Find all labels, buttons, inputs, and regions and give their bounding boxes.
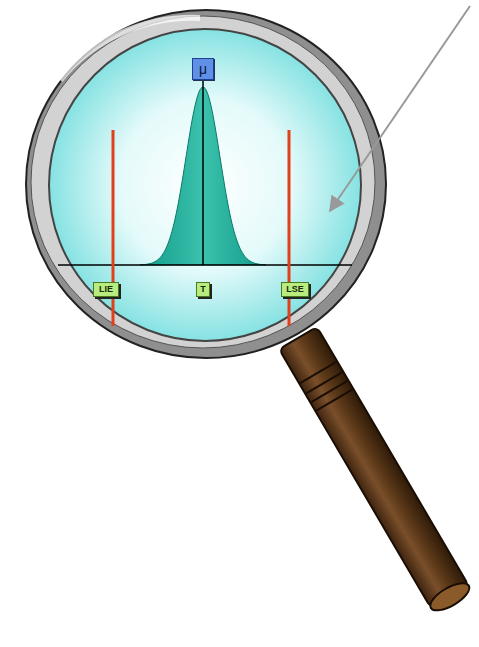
lower-limit-line <box>112 130 115 326</box>
label-text: LSE <box>286 285 304 294</box>
label-text: LIE <box>99 285 113 294</box>
handle <box>279 327 473 616</box>
label-text: T <box>200 285 206 294</box>
label-text: μ <box>199 62 207 76</box>
axis-line <box>58 264 352 266</box>
lens <box>49 29 361 341</box>
pointer-arrow <box>330 6 470 211</box>
lens-rim-inner <box>31 16 375 348</box>
upper-limit-line <box>288 130 291 326</box>
limit-label: LIE <box>93 282 119 297</box>
lens-rim <box>26 10 386 358</box>
target-label: T <box>196 282 210 297</box>
mean-line <box>202 80 204 265</box>
mean-box: μ <box>192 58 214 80</box>
limit-label: LSE <box>281 282 309 297</box>
